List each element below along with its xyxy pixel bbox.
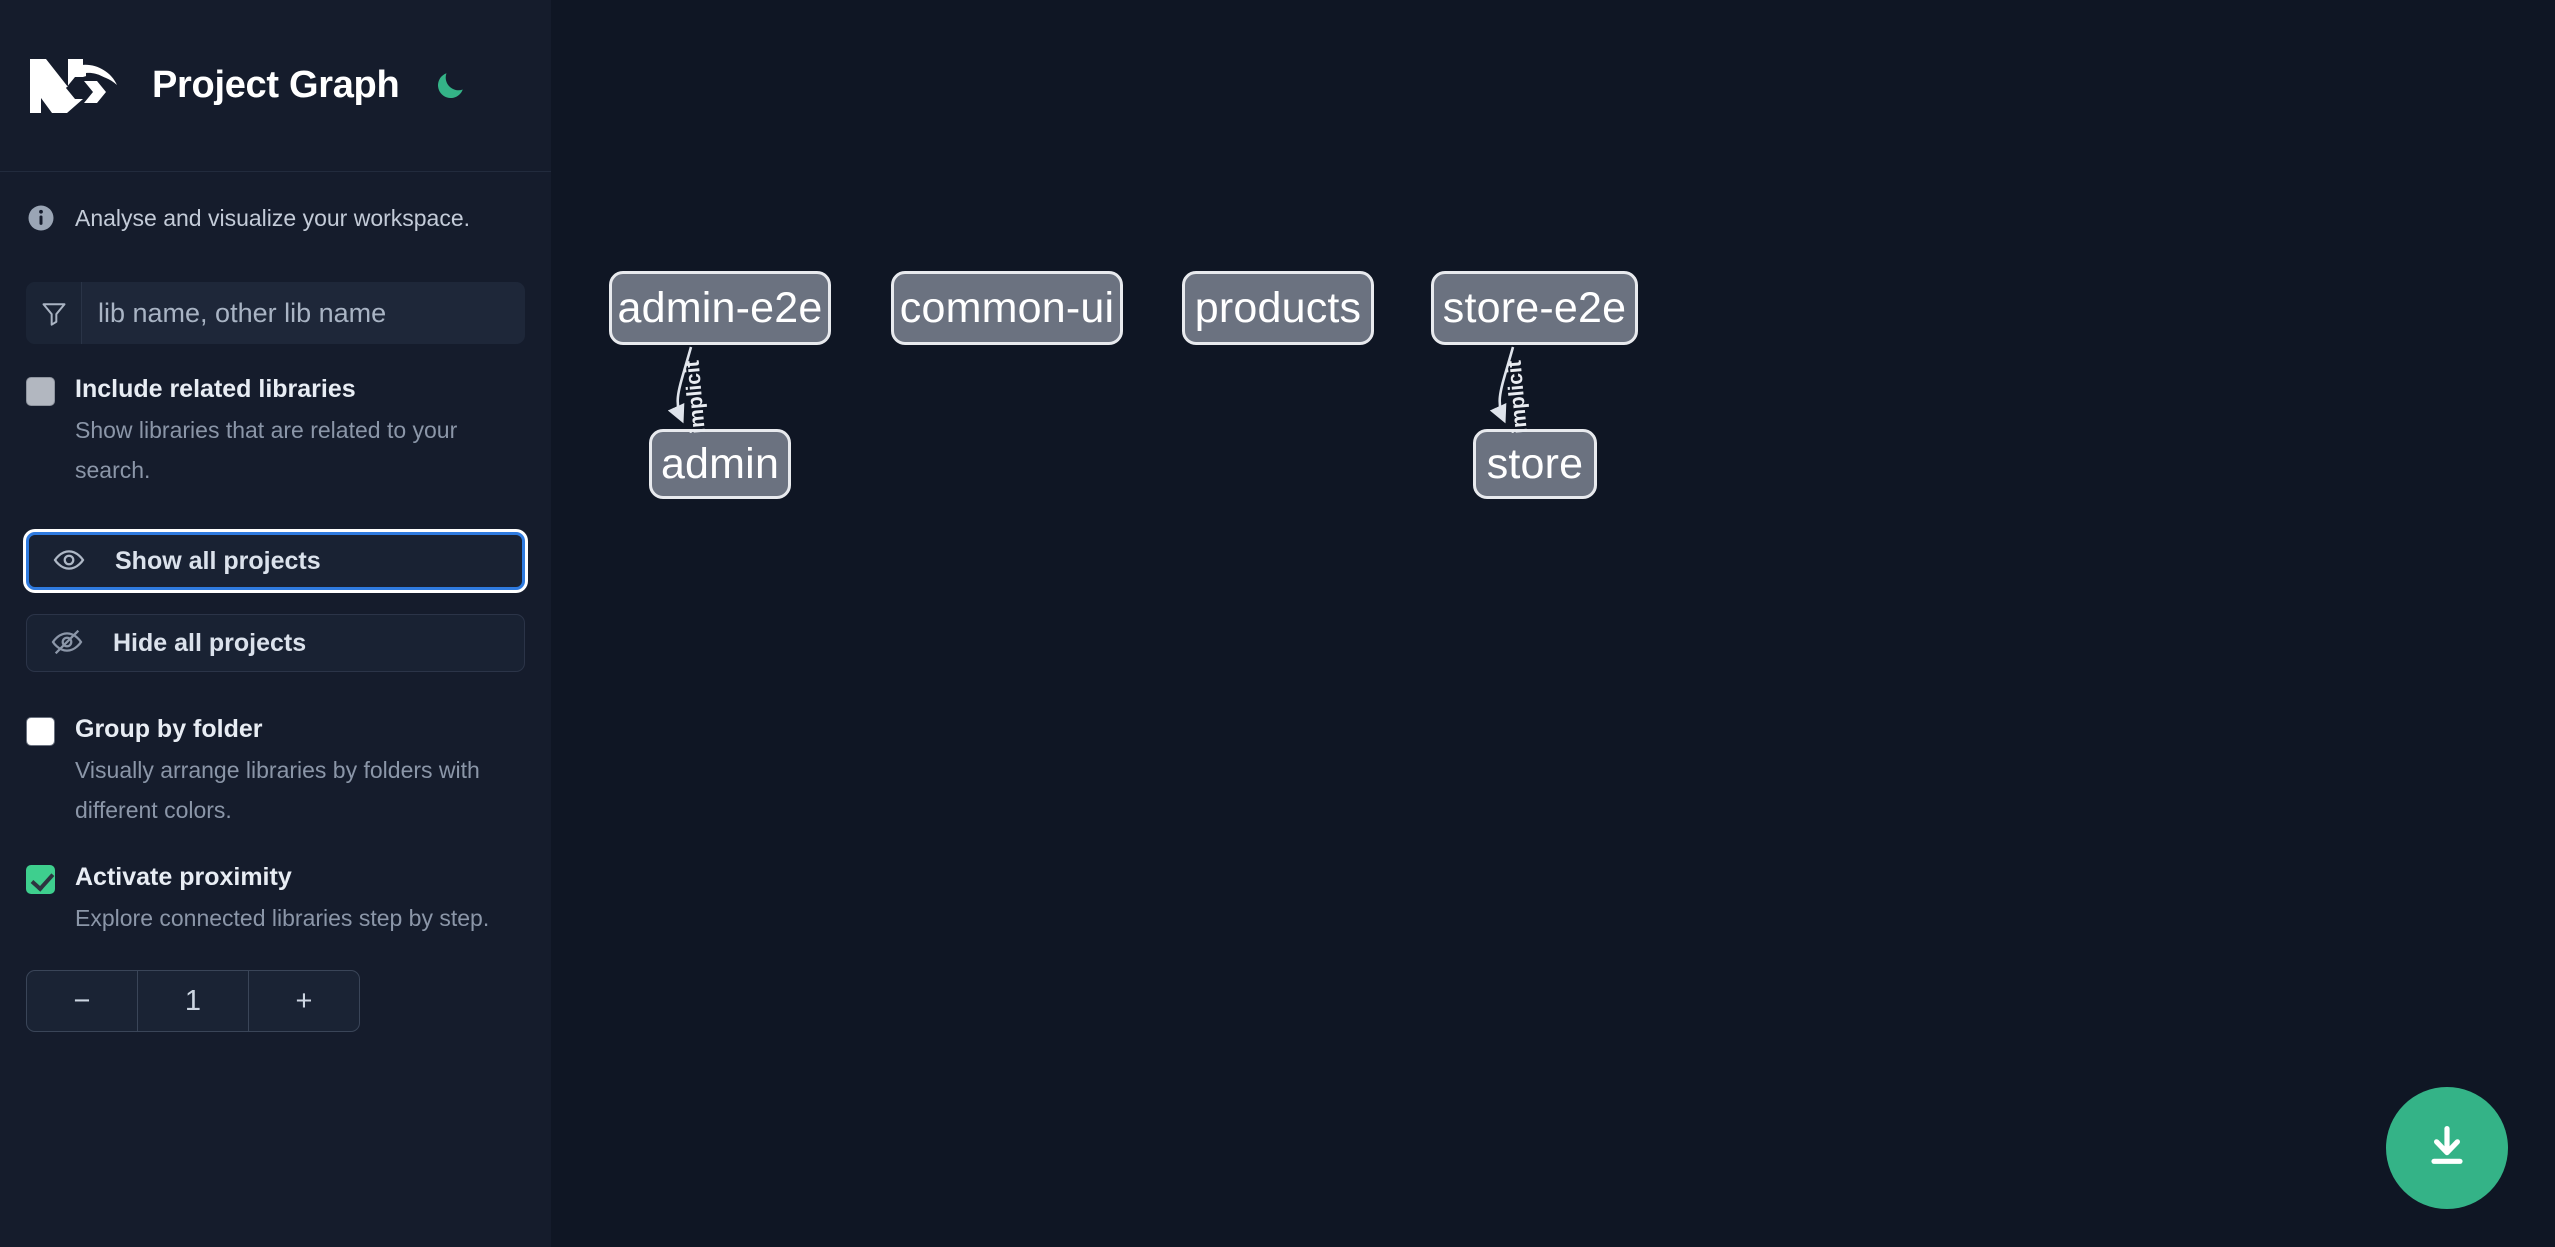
graph-canvas[interactable]: admin-e2e common-ui products store-e2e a…: [551, 0, 2555, 1247]
info-icon: [26, 203, 56, 233]
filter-funnel-icon: [26, 282, 82, 344]
filter-box[interactable]: [26, 282, 525, 344]
quantity-stepper: − 1 +: [26, 970, 360, 1032]
eye-off-icon: [51, 626, 91, 660]
hide-all-projects-label: Hide all projects: [113, 628, 307, 657]
option-description: Explore connected libraries step by step…: [75, 905, 490, 931]
sidebar: Project Graph Analyse and visualize your…: [0, 0, 551, 1247]
graph-node-common-ui[interactable]: common-ui: [891, 271, 1123, 345]
nx-logo: [26, 55, 122, 117]
filter-row: [0, 282, 551, 344]
option-include-related-libraries[interactable]: Include related libraries Show libraries…: [0, 372, 551, 490]
checkbox-include-related-libraries[interactable]: [26, 377, 55, 406]
option-description: Visually arrange libraries by folders wi…: [75, 757, 480, 823]
graph-node-admin[interactable]: admin: [649, 429, 791, 499]
tagline-text: Analyse and visualize your workspace.: [75, 204, 471, 231]
hide-all-projects-wrap: Hide all projects: [0, 614, 551, 672]
search-input[interactable]: [82, 282, 525, 344]
option-description: Show libraries that are related to your …: [75, 417, 458, 483]
graph-node-products[interactable]: products: [1182, 271, 1374, 345]
checkbox-activate-proximity[interactable]: [26, 865, 55, 894]
option-text: Activate proximity Explore connected lib…: [75, 860, 489, 938]
show-all-projects-wrap: Show all projects: [0, 532, 551, 590]
option-activate-proximity[interactable]: Activate proximity Explore connected lib…: [0, 860, 551, 938]
stepper-decrement-button[interactable]: −: [27, 971, 138, 1031]
moon-icon[interactable]: [427, 63, 473, 109]
graph-edges: [667, 346, 1515, 424]
option-title: Group by folder: [75, 715, 263, 743]
option-group-by-folder[interactable]: Group by folder Visually arrange librari…: [0, 712, 551, 830]
download-graph-button[interactable]: [2386, 1087, 2508, 1209]
option-text: Group by folder Visually arrange librari…: [75, 712, 495, 830]
sidebar-tagline: Analyse and visualize your workspace.: [0, 172, 551, 264]
show-all-projects-button[interactable]: Show all projects: [26, 532, 525, 590]
page-title: Project Graph: [152, 64, 400, 106]
show-all-projects-label: Show all projects: [115, 546, 321, 575]
option-title: Activate proximity: [75, 863, 292, 891]
option-title: Include related libraries: [75, 375, 356, 403]
option-text: Include related libraries Show libraries…: [75, 372, 495, 490]
stepper-increment-button[interactable]: +: [295, 984, 313, 1017]
graph-node-store[interactable]: store: [1473, 429, 1597, 499]
download-icon: [2421, 1121, 2473, 1176]
stepper-value: 1: [138, 971, 249, 1031]
eye-icon: [53, 544, 93, 578]
graph-node-store-e2e[interactable]: store-e2e: [1431, 271, 1638, 345]
hide-all-projects-button[interactable]: Hide all projects: [26, 614, 525, 672]
graph-node-admin-e2e[interactable]: admin-e2e: [609, 271, 831, 345]
proximity-stepper-wrap: − 1 +: [0, 970, 551, 1032]
checkbox-group-by-folder[interactable]: [26, 717, 55, 746]
sidebar-header: Project Graph: [0, 0, 551, 172]
